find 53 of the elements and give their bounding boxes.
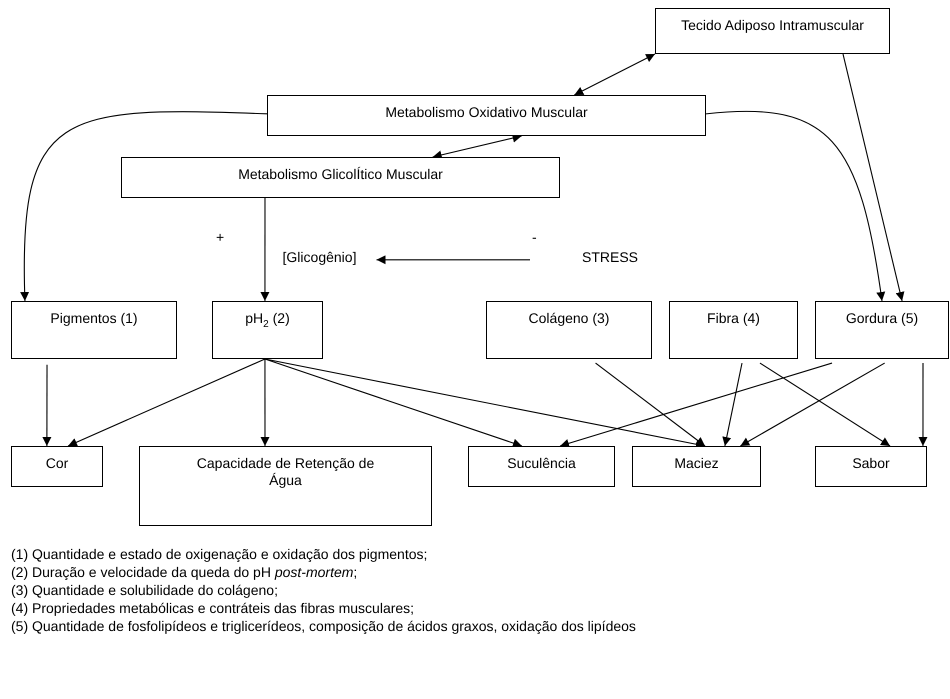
arrow bbox=[740, 362, 885, 446]
footnote: (1) Quantidade e estado de oxigenação e oxidação dos pigmentos; bbox=[11, 545, 428, 563]
box-label: Pigmentos (1) bbox=[50, 310, 138, 327]
process-box bbox=[139, 446, 432, 526]
footnote: (5) Quantidade de fosfolipídeos e triglicerídeos, composição de ácidos graxos, oxidação dos lipídeos bbox=[11, 617, 637, 635]
box-label: Cor bbox=[46, 455, 68, 472]
footnote: (2) Duração e velocidade da queda do pH post-mortem; bbox=[11, 563, 358, 581]
box-label: Capacidade de Retenção de Água bbox=[196, 455, 376, 489]
arrow bbox=[560, 362, 832, 448]
process-box bbox=[486, 301, 652, 359]
arrow bbox=[842, 54, 904, 302]
box-label: Colágeno (3) bbox=[528, 310, 610, 327]
arrow bbox=[260, 198, 270, 301]
box-label: Sabor bbox=[852, 455, 890, 472]
box-label: Metabolismo GlicolÍtico Muscular bbox=[238, 166, 443, 183]
process-box bbox=[11, 301, 177, 359]
process-box bbox=[468, 446, 615, 487]
box-label: Maciez bbox=[674, 455, 719, 472]
process-box bbox=[121, 157, 560, 198]
text-label: [Glicogênio] bbox=[282, 249, 356, 266]
process-box bbox=[212, 301, 323, 359]
arrow bbox=[264, 358, 706, 449]
sign-label: - bbox=[532, 229, 537, 245]
arrow bbox=[42, 364, 52, 446]
box-label: Metabolismo Oxidativo Muscular bbox=[385, 104, 588, 121]
text-label: STRESS bbox=[582, 249, 638, 266]
arrow bbox=[918, 363, 928, 446]
footnote: (4) Propriedades metabólicas e contráteis das fibras musculares; bbox=[11, 599, 416, 617]
arrow bbox=[706, 111, 886, 302]
box-label: Gordura (5) bbox=[846, 310, 918, 327]
process-box bbox=[267, 95, 706, 136]
process-box bbox=[815, 446, 927, 487]
footnote: (3) Quantidade e solubilidade do colágeno; bbox=[11, 581, 279, 599]
arrow bbox=[68, 358, 266, 446]
arrow bbox=[260, 359, 270, 446]
sign-label: + bbox=[216, 229, 224, 245]
process-box bbox=[632, 446, 761, 487]
arrow bbox=[20, 111, 268, 301]
arrow bbox=[595, 362, 706, 446]
arrow bbox=[376, 255, 530, 264]
process-box bbox=[669, 301, 798, 359]
process-box bbox=[655, 8, 890, 54]
process-box bbox=[11, 446, 103, 487]
process-box bbox=[815, 301, 949, 359]
arrow bbox=[432, 134, 522, 160]
box-label: Fibra (4) bbox=[707, 310, 760, 327]
box-label: pH$_{2}$ (2) bbox=[245, 310, 290, 327]
box-label: Suculência bbox=[507, 455, 576, 472]
arrow bbox=[264, 358, 522, 448]
box-label: Tecido Adiposo Intramuscular bbox=[681, 17, 864, 34]
arrow bbox=[722, 362, 743, 446]
arrow bbox=[760, 362, 890, 446]
arrow bbox=[574, 54, 656, 96]
